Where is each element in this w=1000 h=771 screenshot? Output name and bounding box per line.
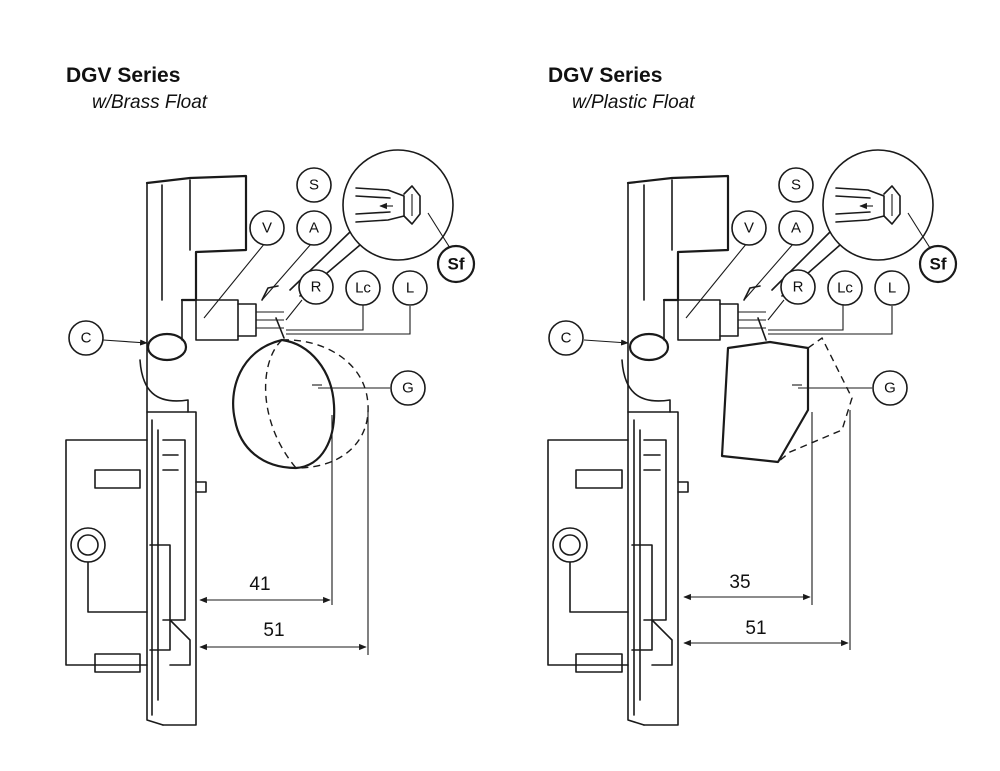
right-label-lc: Lc: [837, 280, 853, 297]
right-subtitle: w/Plastic Float: [572, 92, 695, 113]
left-dimensions: 41 51: [199, 410, 369, 655]
right-label-c: C: [561, 330, 572, 347]
right-diagram: DGV Series w/Plastic Float: [547, 64, 958, 726]
right-title: DGV Series: [548, 64, 662, 87]
left-label-g: G: [402, 380, 414, 397]
right-dim-inner: 35: [729, 572, 750, 593]
left-callouts: S V A Sf R Lc L C G: [68, 167, 476, 406]
left-label-c: C: [81, 330, 92, 347]
right-dim-outer: 51: [745, 618, 766, 639]
right-label-s: S: [791, 177, 801, 194]
left-label-a: A: [309, 220, 319, 237]
right-switch-inset: [771, 149, 934, 297]
left-label-r: R: [311, 279, 322, 296]
left-valve-body: [65, 174, 284, 726]
left-label-s: S: [309, 177, 319, 194]
left-brass-float: [232, 317, 369, 470]
left-label-l: L: [406, 280, 414, 297]
right-label-sf: Sf: [930, 255, 947, 274]
left-dim-outer: 51: [263, 620, 284, 641]
right-plastic-float: [720, 317, 853, 464]
right-valve-body: [547, 174, 766, 726]
right-port-c: [628, 332, 670, 362]
left-diagram: DGV Series w/Brass Float: [65, 64, 476, 726]
left-title: DGV Series: [66, 64, 180, 87]
left-label-sf: Sf: [448, 255, 465, 274]
right-label-g: G: [884, 380, 896, 397]
right-label-l: L: [888, 280, 896, 297]
left-dim-inner: 41: [249, 574, 270, 595]
left-port-c: [146, 332, 188, 362]
right-label-v: V: [744, 220, 754, 237]
left-label-v: V: [262, 220, 272, 237]
right-callouts: S V A Sf R Lc L C G: [548, 167, 958, 406]
left-label-lc: Lc: [355, 280, 371, 297]
left-subtitle: w/Brass Float: [92, 92, 208, 113]
right-label-a: A: [791, 220, 801, 237]
right-dimensions: 35 51: [683, 410, 851, 650]
right-label-r: R: [793, 279, 804, 296]
